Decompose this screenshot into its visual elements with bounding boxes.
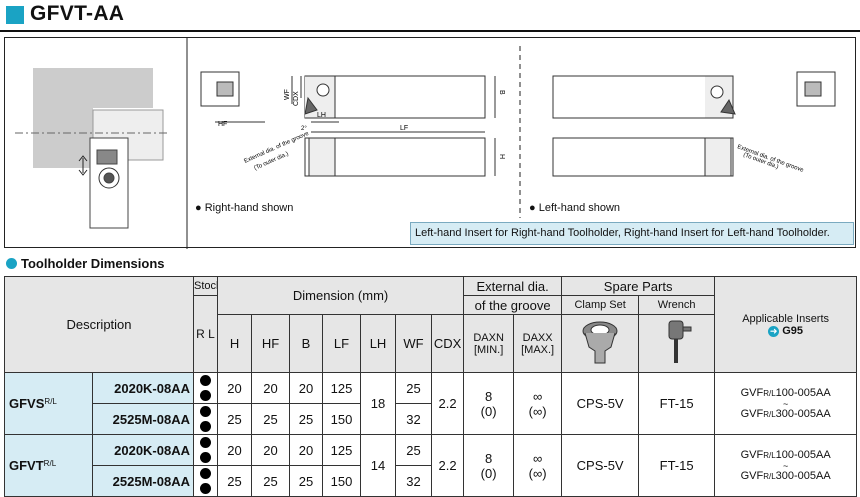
b-gfvs-2020: 20 (289, 372, 324, 404)
h-gfvs-2020: 20 (217, 372, 253, 404)
label-b: B (498, 90, 505, 95)
b-gfvt-2020: 20 (289, 434, 324, 466)
col-b: B (289, 314, 324, 373)
col-stock: Stock (192, 276, 219, 296)
label-h: H (498, 154, 505, 159)
wf-gfvt-2525: 32 (395, 465, 433, 497)
lf-gfvt-2020: 125 (322, 434, 362, 466)
stock-gfvt-2525 (192, 465, 219, 497)
daxn-gfvs: 8(0) (463, 372, 515, 435)
hf-gfvs-2525: 25 (251, 403, 291, 435)
hand-note: Left-hand Insert for Right-hand Toolhold… (410, 222, 854, 245)
col-spare-parts: Spare Parts (561, 276, 716, 296)
code-gfvt-2525: 2525M-08AA (92, 465, 194, 497)
code-gfvs-2525: 2525M-08AA (92, 403, 194, 435)
inserts-gfvt: GVFR/L100-005AA ~ GVFR/L300-005AA (714, 434, 858, 497)
section-title: Toolholder Dimensions (6, 256, 165, 271)
label-lh: LH (317, 112, 326, 119)
g95-ref: G95 (782, 324, 804, 337)
hf-gfvt-2525: 25 (251, 465, 291, 497)
title-marker (6, 6, 24, 24)
label-cdx: CDX (293, 91, 300, 106)
hf-gfvs-2020: 20 (251, 372, 291, 404)
clamp-gfvs: CPS-5V (561, 372, 640, 435)
col-wrench: Wrench (638, 295, 716, 315)
technical-drawing: HF LH LF WF CDX B H 2° External dia. of … (15, 38, 836, 249)
lh-gfvs: 18 (360, 372, 397, 435)
col-ext-dia-1: External dia. (463, 276, 563, 296)
inserts-gfvs: GVFR/L100-005AA ~ GVFR/L300-005AA (714, 372, 858, 435)
hf-gfvt-2020: 20 (251, 434, 291, 466)
col-wf: WF (395, 314, 433, 373)
clamp-set-picture (561, 314, 640, 373)
label-hf: HF (218, 121, 227, 128)
cdx-gfvt: 2.2 (431, 434, 465, 497)
col-lf: LF (322, 314, 362, 373)
label-wf: WF (284, 89, 291, 100)
clamp-screw-icon (582, 321, 618, 364)
wrench-gfvt: FT-15 (638, 434, 716, 497)
arrow-right-icon: ➜ (768, 325, 780, 337)
left-hand-caption: ● Left-hand shown (529, 202, 621, 214)
stock-gfvs-2020 (192, 372, 219, 404)
stock-gfvt-2020 (192, 434, 219, 466)
page-title: GFVT-AA (30, 2, 125, 25)
daxn-gfvt: 8(0) (463, 434, 515, 497)
series-gfvs: GFVSR/L (4, 372, 93, 435)
dimensions-table: Description Stock Dimension (mm) Externa… (4, 276, 858, 497)
wf-gfvs-2020: 25 (395, 372, 433, 404)
daxx-gfvs: ∞(∞) (513, 372, 563, 435)
h-gfvs-2525: 25 (217, 403, 253, 435)
code-gfvs-2020: 2020K-08AA (92, 372, 194, 404)
process-sketch (15, 68, 170, 229)
b-gfvt-2525: 25 (289, 465, 324, 497)
title-rule (0, 30, 860, 32)
col-clamp-set: Clamp Set (561, 295, 640, 315)
right-hand-caption: ● Right-hand shown (195, 202, 294, 214)
cdx-gfvs: 2.2 (431, 372, 465, 435)
title-bar: GFVT-AA (0, 0, 860, 30)
col-h: H (217, 314, 253, 373)
lf-gfvt-2525: 150 (322, 465, 362, 497)
col-daxn: DAXN[MIN.] (463, 314, 515, 373)
wf-gfvt-2020: 25 (395, 434, 433, 466)
col-applicable-inserts: Applicable Inserts ➜ G95 (714, 276, 858, 373)
code-gfvt-2020: 2020K-08AA (92, 434, 194, 466)
section-dot-icon (6, 258, 17, 269)
col-daxx: DAXX[MAX.] (513, 314, 563, 373)
left-hand-views (552, 71, 836, 177)
wrench-icon (668, 320, 692, 363)
label-lf: LF (400, 125, 408, 132)
lf-gfvs-2020: 125 (322, 372, 362, 404)
col-lh: LH (360, 314, 397, 373)
daxx-gfvt: ∞(∞) (513, 434, 563, 497)
series-gfvt: GFVTR/L (4, 434, 93, 497)
right-hand-views (200, 71, 496, 177)
wrench-picture (638, 314, 716, 373)
col-stock-rl: R L (192, 295, 219, 373)
h-gfvt-2525: 25 (217, 465, 253, 497)
stock-gfvs-2525 (192, 403, 219, 435)
h-gfvt-2020: 20 (217, 434, 253, 466)
lf-gfvs-2525: 150 (322, 403, 362, 435)
wf-gfvs-2525: 32 (395, 403, 433, 435)
b-gfvs-2525: 25 (289, 403, 324, 435)
col-description: Description (4, 276, 194, 373)
col-hf: HF (251, 314, 291, 373)
lh-gfvt: 14 (360, 434, 397, 497)
col-cdx: CDX (431, 314, 465, 373)
clamp-gfvt: CPS-5V (561, 434, 640, 497)
wrench-gfvs: FT-15 (638, 372, 716, 435)
col-dimension: Dimension (mm) (217, 276, 465, 315)
label-angle: 2° (301, 126, 307, 132)
drawing-panel: HF LH LF WF CDX B H 2° External dia. of … (4, 37, 856, 249)
col-ext-dia-2: of the groove (463, 295, 563, 315)
